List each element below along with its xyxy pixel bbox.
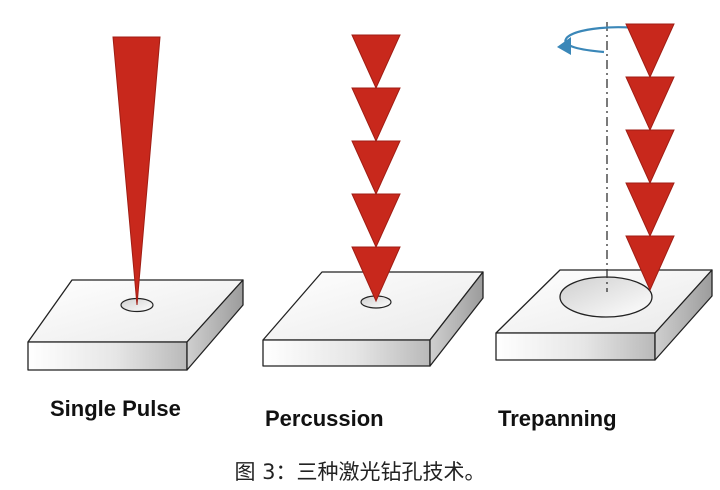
plate-right-face <box>429 271 484 367</box>
laser-pulse <box>351 193 401 249</box>
label-trepanning: Trepanning <box>498 406 617 431</box>
laser-pulse-train-percussion <box>351 34 401 303</box>
laser-pulse <box>625 182 675 238</box>
trepanned-hole <box>559 276 653 318</box>
laser-pulse <box>625 235 675 292</box>
panel-percussion <box>262 34 484 367</box>
plate-front-face <box>27 341 188 371</box>
laser-pulse <box>625 76 675 132</box>
laser-pulse <box>351 246 401 303</box>
plate-right-face <box>186 279 244 371</box>
panel-trepanning <box>495 22 713 361</box>
plate-front-face <box>262 339 431 367</box>
laser-pulse <box>625 23 675 79</box>
laser-pulse-train-trepanning <box>625 23 675 292</box>
panel-single-pulse <box>27 36 244 371</box>
label-percussion: Percussion <box>265 406 384 431</box>
plate-front-face <box>495 332 656 361</box>
laser-pulse <box>351 87 401 143</box>
plate-right-face <box>654 269 713 361</box>
label-single-pulse: Single Pulse <box>50 396 181 421</box>
laser-beam-single-pulse <box>112 36 161 306</box>
figure-caption: 图 3：三种激光钻孔技术。 <box>234 460 486 484</box>
laser-pulse <box>351 140 401 196</box>
laser-pulse <box>625 129 675 185</box>
laser-pulse <box>351 34 401 90</box>
